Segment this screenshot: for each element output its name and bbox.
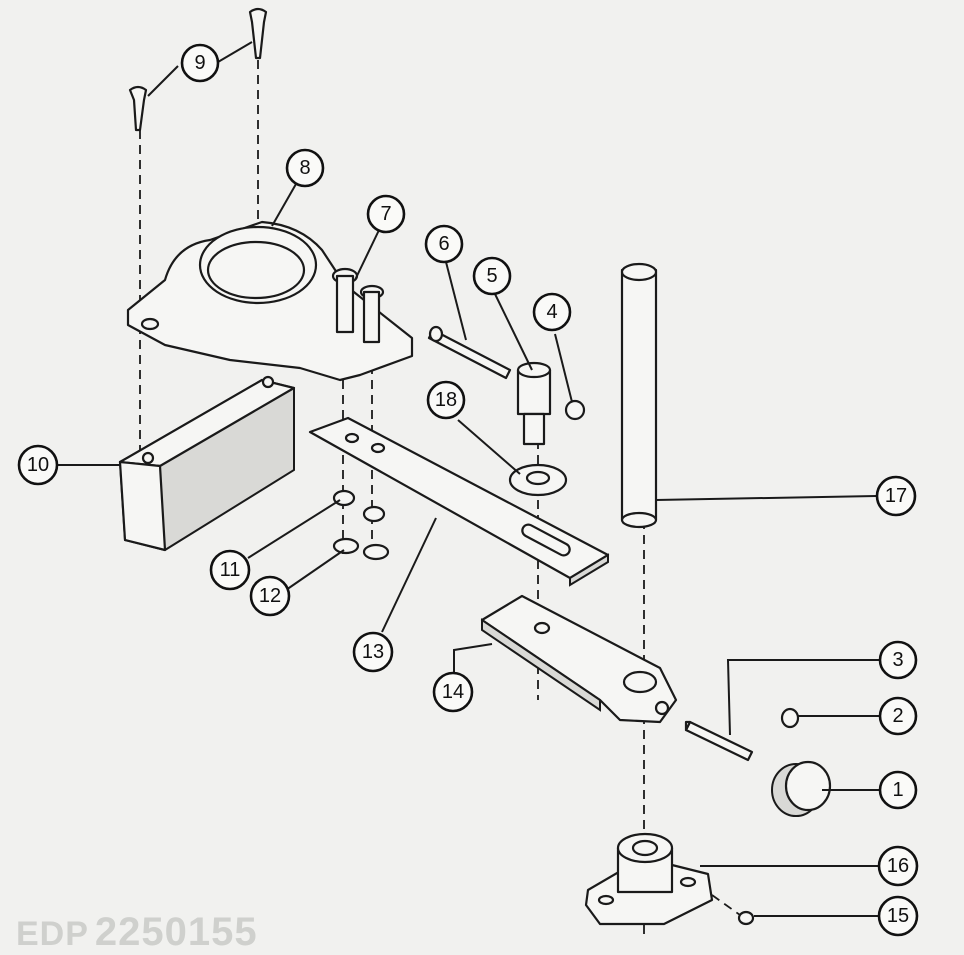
knob-1 [771,760,832,817]
screw-9-left [128,85,148,132]
bolt-7a [331,267,359,334]
callout-2: 2 [878,696,918,736]
callout-16: 16 [877,845,919,887]
washer-11 [332,489,386,523]
callout-7: 7 [366,194,406,234]
svg-text:9: 9 [194,52,205,74]
svg-text:15: 15 [887,905,909,927]
svg-text:16: 16 [887,855,909,877]
svg-text:14: 14 [442,681,464,703]
svg-text:13: 13 [362,641,384,663]
callout-11: 11 [209,549,251,591]
washer-18 [508,463,568,497]
svg-text:18: 18 [435,389,457,411]
cover-plate-8 [126,220,414,382]
edp-prefix: EDP [16,915,89,953]
housing-block-10 [118,375,296,552]
svg-text:4: 4 [546,301,557,323]
callout-9: 9 [180,43,220,83]
nut-4 [564,399,586,421]
callout-15: 15 [877,895,919,937]
edp-number: 2250155 [94,910,258,954]
svg-text:7: 7 [380,203,391,225]
svg-text:1: 1 [892,779,903,801]
callout-1: 1 [878,770,918,810]
screw-9-right [248,7,268,60]
bolt-7b [359,284,385,344]
leader-lines [56,41,880,917]
svg-text:5: 5 [486,265,497,287]
callout-6: 6 [424,224,464,264]
post-17 [620,262,658,529]
svg-text:2: 2 [892,705,903,727]
flat-bar-13 [308,416,610,587]
svg-text:3: 3 [892,649,903,671]
callout-10: 10 [17,444,59,486]
channel-bracket-14 [480,594,678,724]
setscrew-15 [737,910,755,926]
svg-text:12: 12 [259,585,281,607]
callout-13: 13 [352,631,394,673]
callout-5: 5 [472,256,512,296]
svg-text:6: 6 [438,233,449,255]
svg-text:10: 10 [27,454,49,476]
pin-6 [427,325,512,380]
callout-4: 4 [532,292,572,332]
assembly-line-setscrew-15 [711,894,741,916]
callout-14: 14 [432,671,474,713]
callout-12: 12 [249,575,291,617]
nut-2 [780,707,800,729]
base-16 [584,832,714,926]
callout-8: 8 [285,148,325,188]
callout-17: 17 [875,475,917,517]
stud-5 [516,361,552,446]
svg-text:17: 17 [885,485,907,507]
nut-12 [332,537,390,561]
svg-text:11: 11 [220,559,241,581]
callout-3: 3 [878,640,918,680]
screw-3 [684,720,754,762]
svg-text:8: 8 [299,157,310,179]
callout-18: 18 [426,380,466,420]
